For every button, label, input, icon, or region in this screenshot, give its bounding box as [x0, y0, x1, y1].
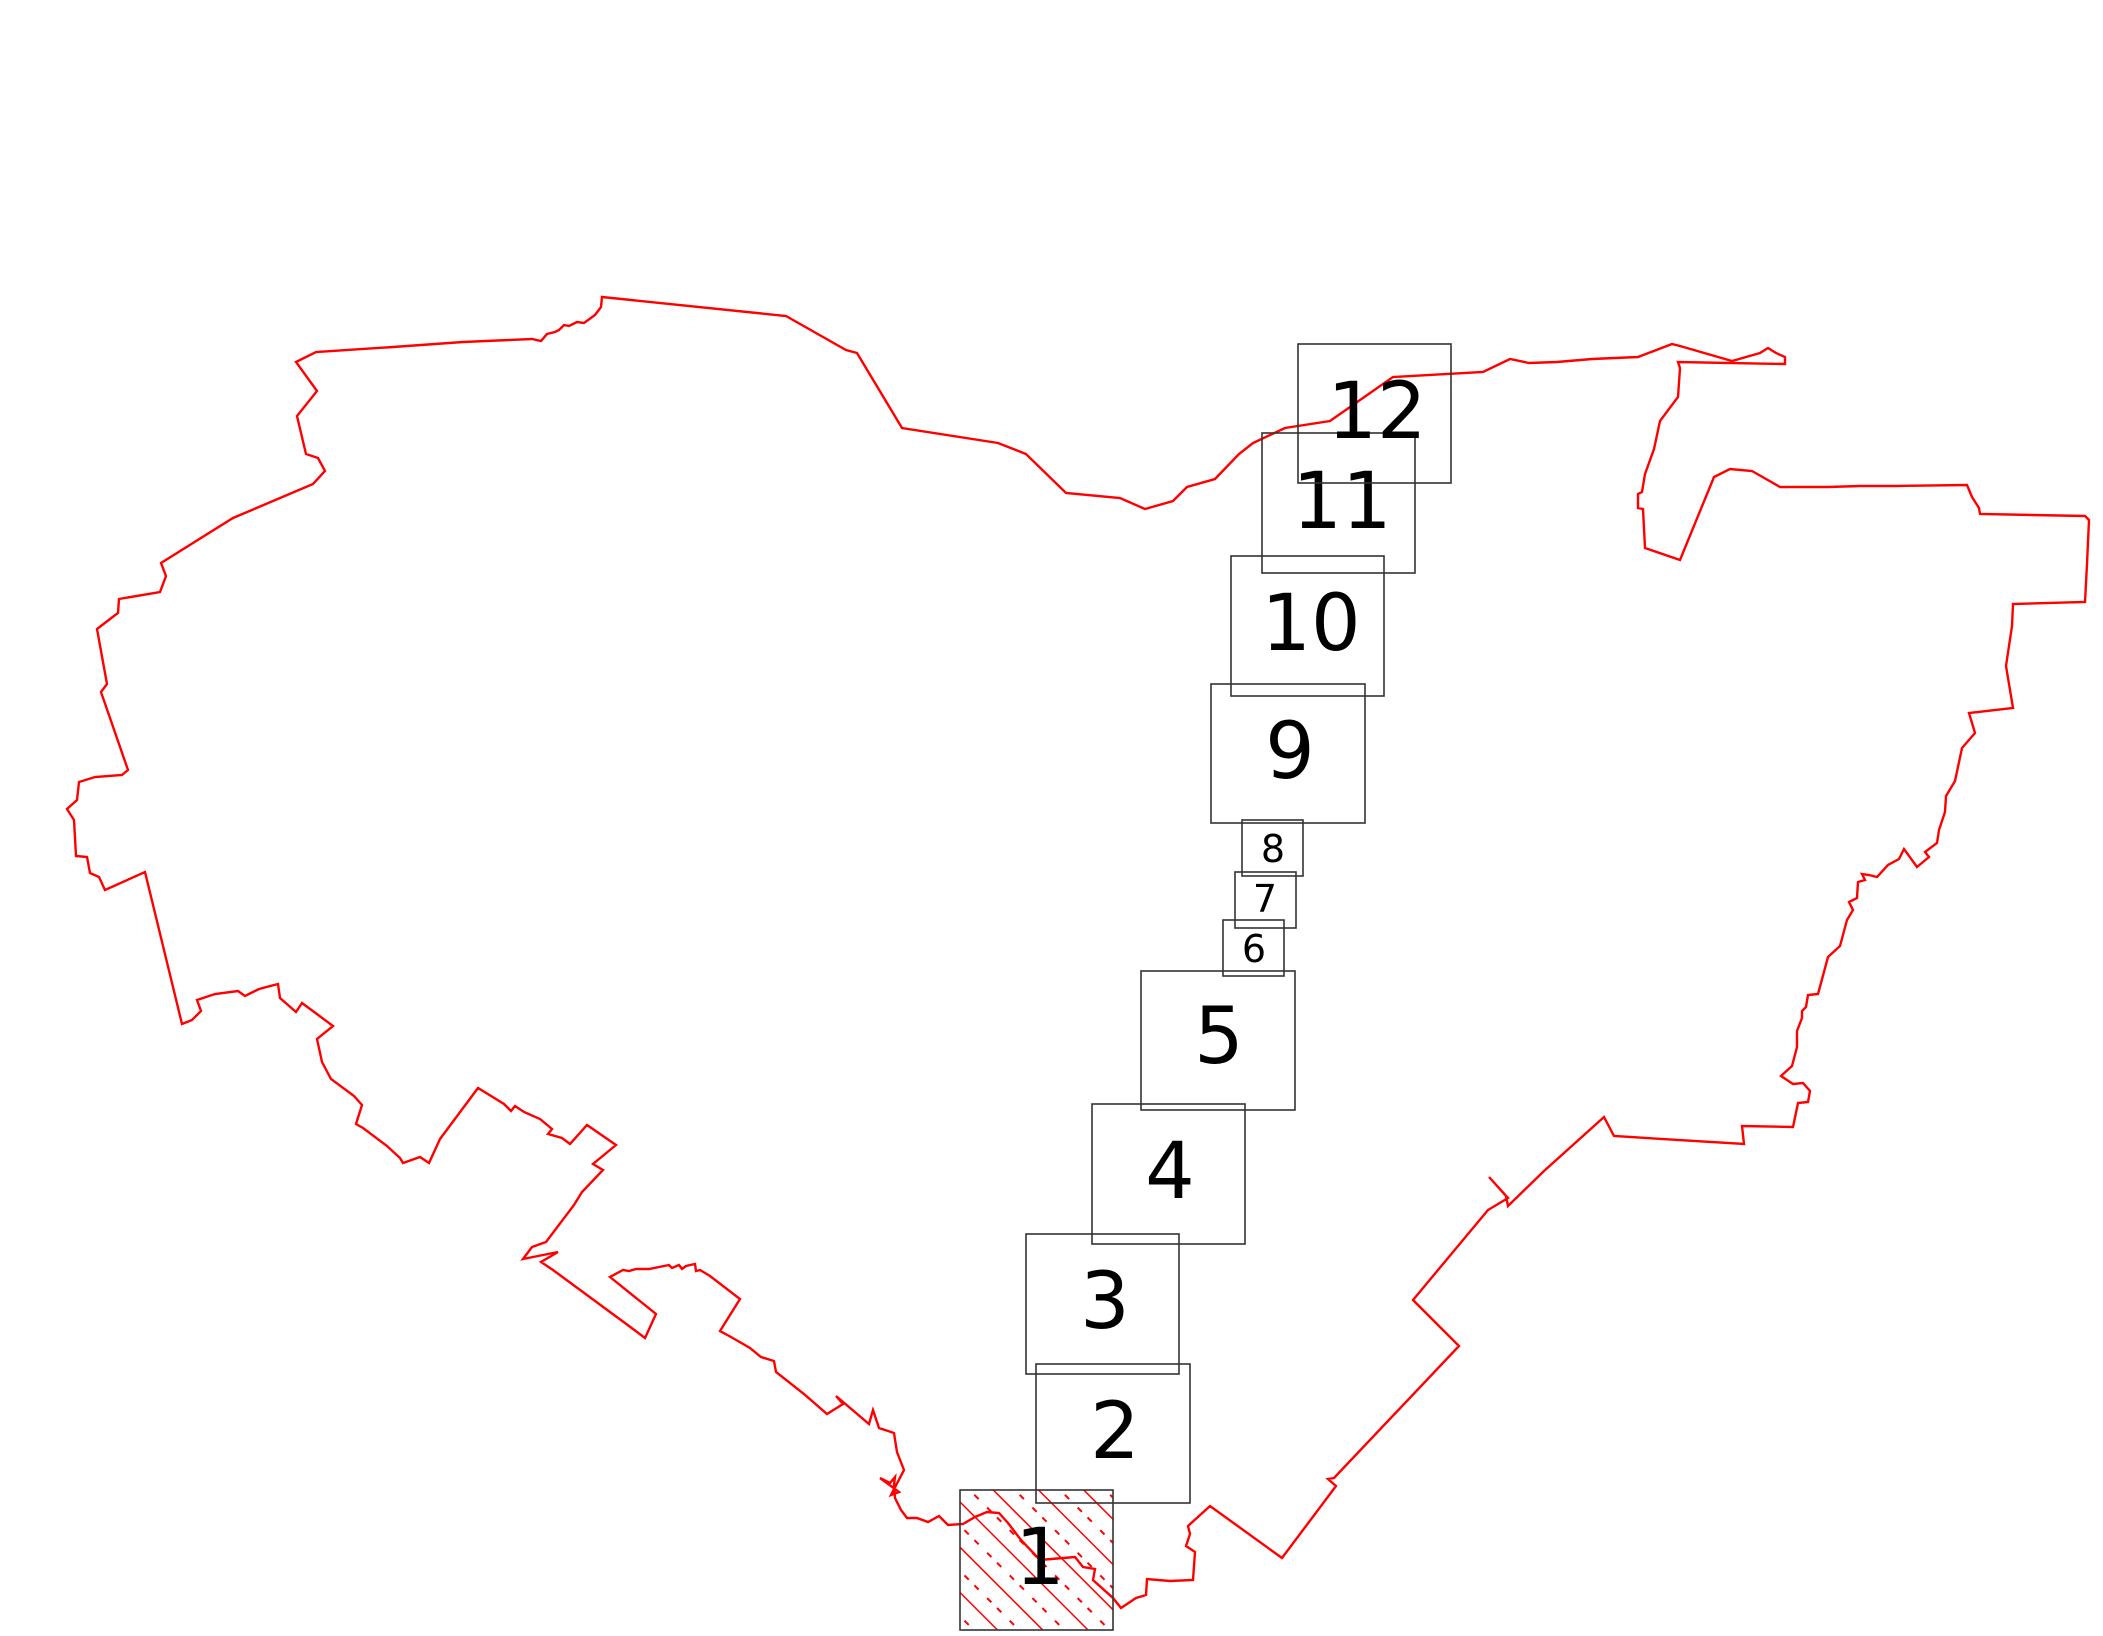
sheet-8-frame — [1241, 819, 1304, 877]
sheet-1[interactable]: 1 — [959, 1489, 1114, 1631]
sheet-2[interactable]: 2 — [1035, 1363, 1191, 1504]
sheet-label: 5 — [1194, 992, 1244, 1082]
sheet-5-frame — [1140, 970, 1296, 1111]
sheet-label: 10 — [1261, 579, 1360, 669]
sheet-6-frame — [1222, 919, 1285, 977]
sheet-label: 8 — [1261, 827, 1285, 871]
sheet-12-frame — [1297, 343, 1452, 484]
sheet-label: 3 — [1080, 1257, 1130, 1347]
sheet-7-frame — [1234, 871, 1297, 929]
sheet-6[interactable]: 6 — [1222, 919, 1285, 977]
sheet-label: 4 — [1145, 1127, 1195, 1217]
sheet-10[interactable]: 10 — [1230, 555, 1385, 697]
sheet-9[interactable]: 9 — [1210, 683, 1366, 824]
sheet-label: 1 — [1015, 1513, 1065, 1603]
sheet-4-frame — [1091, 1103, 1246, 1245]
sheet-label: 7 — [1253, 877, 1277, 921]
sheet-8[interactable]: 8 — [1241, 819, 1304, 877]
sheet-label: 6 — [1242, 927, 1266, 971]
sheet-4[interactable]: 4 — [1091, 1103, 1246, 1245]
sheet-5[interactable]: 5 — [1140, 970, 1296, 1111]
sheet-label: 2 — [1090, 1387, 1140, 1477]
sheet-10-frame — [1230, 555, 1385, 697]
sheet-11[interactable]: 11 — [1261, 432, 1416, 574]
sheet-label: 11 — [1292, 457, 1391, 547]
sheet-11-frame — [1261, 432, 1416, 574]
sheet-7[interactable]: 7 — [1234, 871, 1297, 929]
sheet-2-frame — [1035, 1363, 1191, 1504]
sheet-3[interactable]: 3 — [1025, 1233, 1180, 1375]
district-boundary — [65, 295, 2091, 1610]
sheet-9-frame — [1210, 683, 1366, 824]
sheet-12[interactable]: 12 — [1297, 343, 1452, 484]
sheet-3-frame — [1025, 1233, 1180, 1375]
sheet-label: 9 — [1265, 707, 1315, 797]
sheet-label: 12 — [1327, 367, 1426, 457]
sheet-1-hatch-fill — [960, 1490, 1113, 1630]
